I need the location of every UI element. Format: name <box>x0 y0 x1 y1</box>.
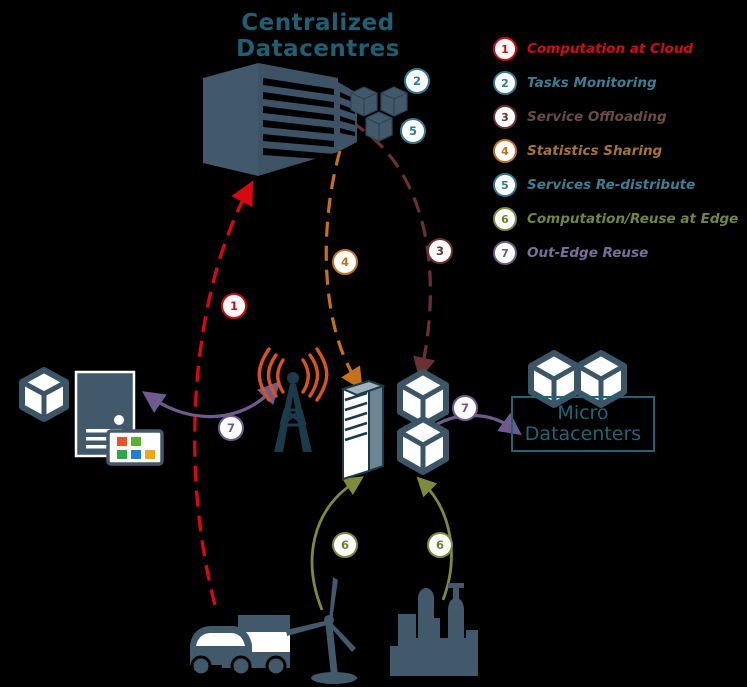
flow-3-service-offloading <box>350 120 436 380</box>
legend-badge-1: 1 <box>493 37 517 61</box>
cube-icon <box>397 369 449 428</box>
flow-badge-6a: 6 <box>332 532 358 558</box>
flow-4-statistics-sharing <box>324 127 363 391</box>
legend-item-6: 6 Computation/Reuse at Edge <box>493 202 747 236</box>
tablet-apps-icon <box>106 429 164 466</box>
industrial-plant-icon <box>390 583 478 676</box>
flow-badge-2: 2 <box>404 68 430 94</box>
legend-badge-7: 7 <box>493 241 517 265</box>
desktop-pc-icon <box>74 370 136 458</box>
legend-item-7: 7 Out-Edge Reuse <box>493 236 747 270</box>
legend-badge-3: 3 <box>493 105 517 129</box>
legend-badge-4: 4 <box>493 139 517 163</box>
car-truck-icon <box>190 615 290 677</box>
cube-icon <box>575 350 627 408</box>
micro-datacenters-line2: Datacenters <box>524 423 642 445</box>
flow-badge-5: 5 <box>400 118 426 144</box>
flow-6b-computation-reuse-edge <box>416 476 453 601</box>
flow-badge-6b: 6 <box>427 532 453 558</box>
legend-badge-5: 5 <box>493 173 517 197</box>
legend-label-2: Tasks Monitoring <box>527 75 657 91</box>
flow-badge-4: 4 <box>332 249 358 275</box>
three-cubes-icon <box>350 86 408 142</box>
legend-item-2: 2 Tasks Monitoring <box>493 66 747 100</box>
page-title: Centralized Datacentres <box>236 10 400 62</box>
legend-badge-2: 2 <box>493 71 517 95</box>
flow-badge-7a: 7 <box>218 415 244 441</box>
legend-label-1: Computation at Cloud <box>527 41 694 57</box>
flow-1-computation-at-cloud <box>193 180 254 606</box>
flow-6a-computation-reuse-edge <box>310 476 364 611</box>
wind-turbine-icon <box>286 577 357 684</box>
micro-datacenters-box: Micro Datacenters <box>511 396 655 452</box>
legend-item-3: 3 Service Offloading <box>493 100 747 134</box>
legend-label-7: Out-Edge Reuse <box>527 245 649 261</box>
flow-badge-3: 3 <box>427 238 453 264</box>
cube-icon <box>397 416 449 475</box>
legend: 1 Computation at Cloud 2 Tasks Monitorin… <box>493 32 747 270</box>
legend-badge-6: 6 <box>493 207 517 231</box>
flow-badge-7b: 7 <box>452 395 478 421</box>
legend-item-5: 5 Services Re-distribute <box>493 168 747 202</box>
legend-item-4: 4 Statistics Sharing <box>493 134 747 168</box>
legend-label-4: Statistics Sharing <box>527 143 663 159</box>
legend-label-5: Services Re-distribute <box>527 177 696 193</box>
server-rack-icon <box>340 379 387 481</box>
legend-item-1: 1 Computation at Cloud <box>493 32 747 66</box>
cube-icon <box>19 367 69 422</box>
legend-label-3: Service Offloading <box>527 109 667 125</box>
legend-label-6: Computation/Reuse at Edge <box>527 211 739 227</box>
radio-tower-icon <box>257 347 329 452</box>
datacenter-building-icon <box>203 63 357 176</box>
flow-7a-out-edge-reuse <box>141 381 281 419</box>
flow-badge-1: 1 <box>221 293 247 319</box>
micro-datacenters-line1: Micro <box>557 401 609 424</box>
